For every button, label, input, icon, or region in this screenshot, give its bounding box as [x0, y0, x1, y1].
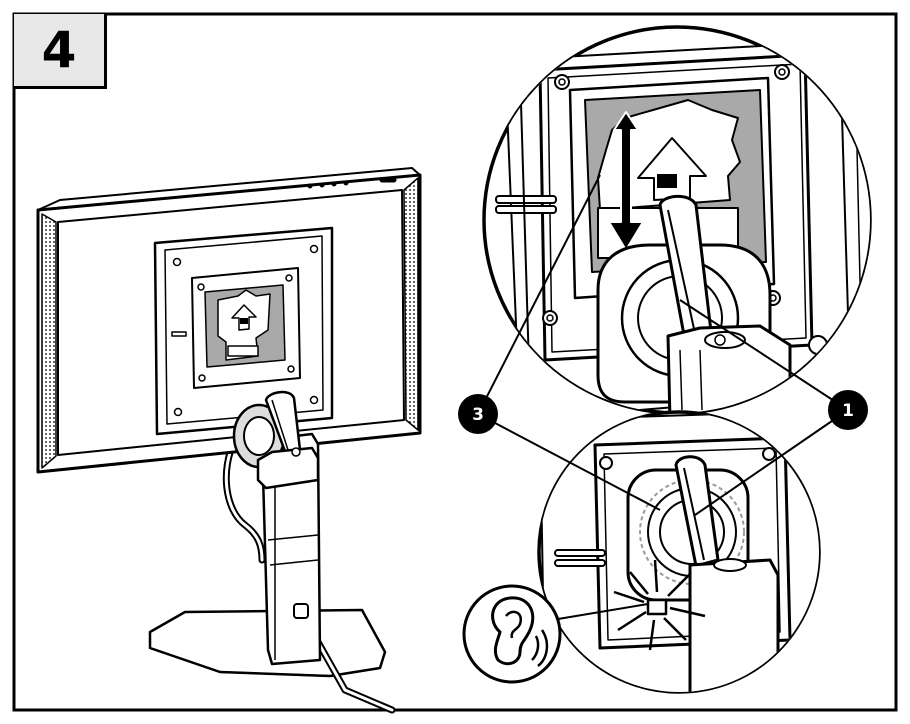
click-burst	[613, 559, 706, 651]
up-label: UP	[660, 179, 670, 186]
step-number-box: 4	[14, 14, 107, 89]
detail-circle-top: UP	[482, 25, 872, 415]
right-vent-grille	[403, 177, 419, 431]
callout-3: 3	[458, 394, 498, 434]
control-buttons	[307, 177, 397, 189]
detail-circle-bottom	[537, 410, 821, 694]
callout-3-label: 3	[472, 405, 484, 425]
step-number: 4	[41, 21, 77, 79]
monitor-rear-view	[36, 167, 422, 714]
ear-icon	[462, 584, 562, 684]
up-arrow-icon	[231, 304, 257, 331]
outer-border	[12, 12, 898, 712]
left-vent-grille	[41, 213, 57, 469]
callout-1-label: 1	[842, 401, 854, 421]
callout-1: 1	[828, 390, 868, 430]
leader-lines	[477, 174, 849, 623]
down-arrow-icon	[608, 111, 644, 251]
